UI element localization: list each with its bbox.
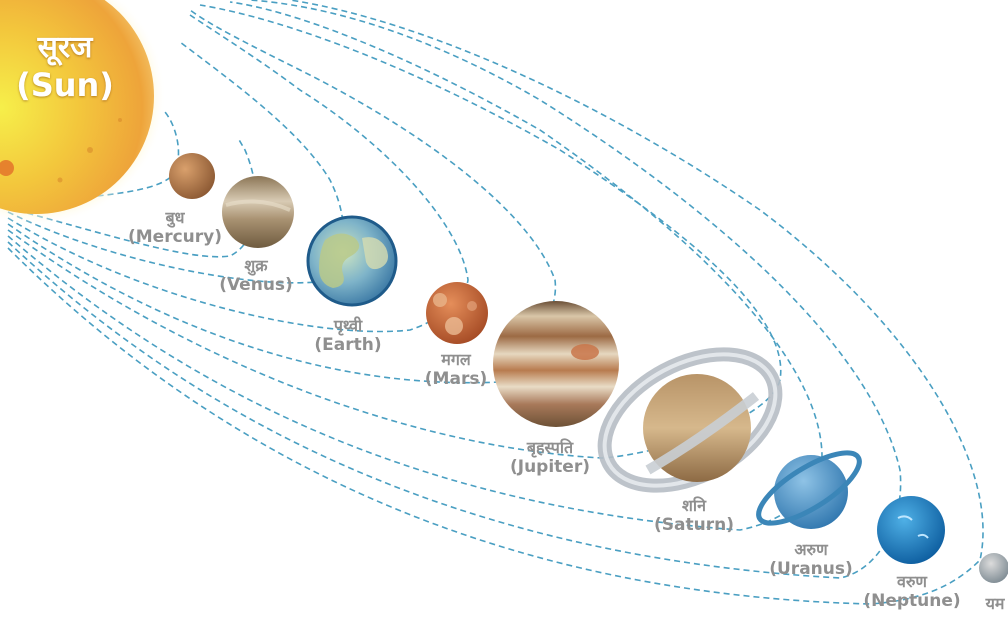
orbit-earth (7, 41, 345, 284)
planet-jupiter (493, 301, 619, 427)
orbit-venus (7, 137, 258, 258)
orbit-uranus (7, 1, 823, 531)
planet-saturn (597, 347, 783, 493)
label-saturn: शनि (Saturn) (646, 496, 742, 536)
label-uranus-hindi: अरुण (794, 540, 828, 559)
label-mars-english: (Mars) (424, 369, 488, 390)
sun (0, 0, 166, 226)
label-mercury-english: (Mercury) (127, 227, 222, 248)
label-pluto-hindi: यम (985, 594, 1005, 613)
planet-mars (426, 282, 488, 344)
label-mars: मगल (Mars) (410, 350, 502, 390)
planet-neptune (877, 496, 945, 564)
label-earth: पृथ्वी (Earth) (300, 316, 396, 356)
planet-uranus (756, 450, 862, 529)
label-neptune: वरुण (Neptune) (858, 572, 966, 612)
label-saturn-english: (Saturn) (654, 515, 734, 536)
label-saturn-hindi: शनि (682, 496, 706, 515)
label-mercury-hindi: बुध (165, 208, 185, 227)
orbit-jupiter (7, 9, 557, 384)
label-earth-english: (Earth) (314, 335, 382, 356)
label-venus: शुक्र (Venus) (208, 256, 304, 296)
sun-label-english: (Sun) (16, 66, 114, 104)
planet-mercury (169, 153, 215, 199)
label-neptune-english: (Neptune) (863, 591, 961, 612)
label-mars-hindi: मगल (441, 350, 471, 369)
orbit-mars (7, 14, 469, 333)
orbit-pluto (7, 0, 984, 605)
orbit-neptune (7, 0, 902, 579)
label-pluto: यम (982, 594, 1008, 613)
sun-label-hindi: सूरज (37, 30, 93, 65)
label-jupiter-english: (Jupiter) (509, 457, 590, 478)
planet-venus (222, 176, 294, 248)
label-neptune-hindi: वरुण (896, 572, 928, 591)
label-jupiter-hindi: बृहस्पति (526, 438, 574, 457)
label-mercury: बुध (Mercury) (125, 208, 225, 248)
sun-label: सूरज (Sun) (10, 30, 120, 104)
label-jupiter: बृहस्पति (Jupiter) (500, 438, 600, 478)
label-uranus-english: (Uranus) (769, 559, 853, 580)
planet-pluto (979, 553, 1008, 583)
label-venus-english: (Venus) (219, 275, 293, 296)
label-uranus: अरुण (Uranus) (762, 540, 860, 580)
planet-earth (306, 215, 398, 307)
label-venus-hindi: शुक्र (244, 256, 268, 275)
label-earth-hindi: पृथ्वी (333, 316, 363, 335)
